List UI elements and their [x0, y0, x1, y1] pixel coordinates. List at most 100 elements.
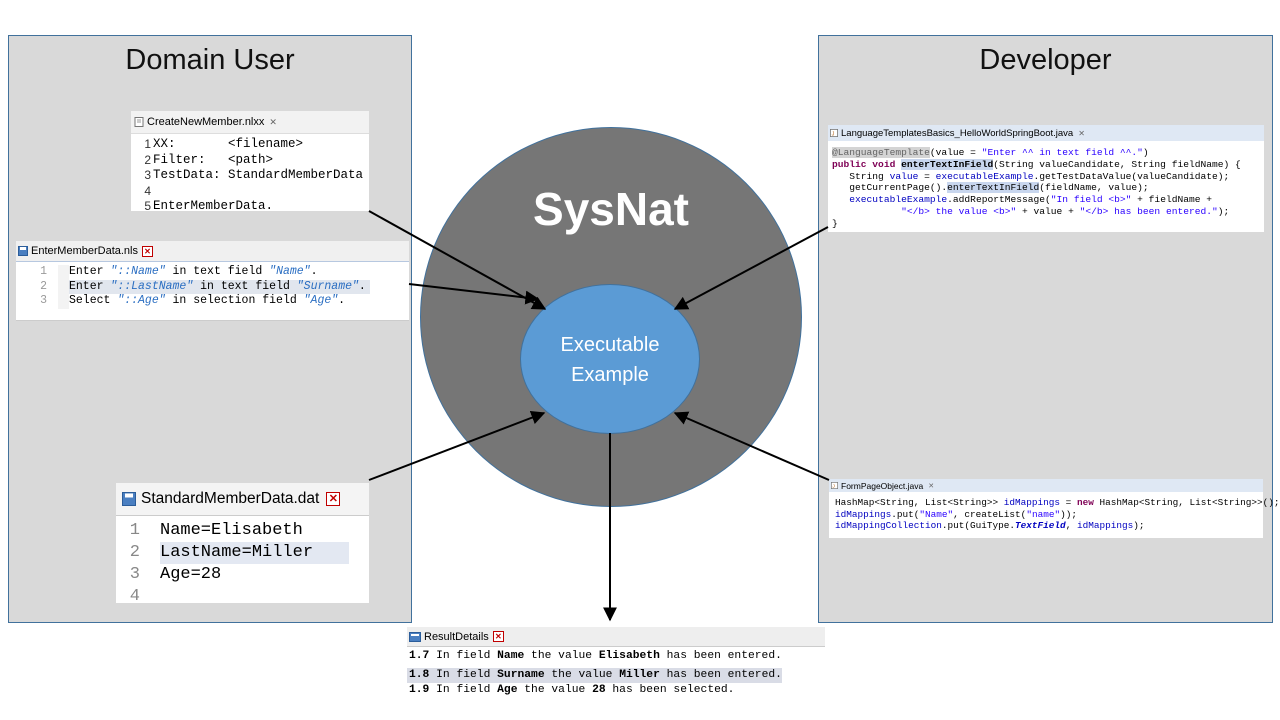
field-name: "Age": [303, 294, 339, 308]
line-number: 2: [144, 152, 151, 167]
code-text: Enter "::LastName" in text field "Surnam…: [69, 279, 370, 295]
code-text: Filter: <path>: [153, 152, 274, 167]
text: in text field: [193, 279, 297, 293]
code-line: 4: [116, 586, 369, 608]
code-text: EnterMemberData.: [153, 199, 274, 214]
line-number: 5: [144, 199, 151, 214]
tab-label: CreateNewMember.nlxx: [147, 116, 265, 128]
result-line: 1.9 In field Age the value 28 has been s…: [407, 683, 825, 698]
tab-label: ResultDetails: [424, 630, 489, 643]
field-name: Age: [497, 683, 518, 696]
text: has been selected.: [605, 683, 735, 696]
close-icon[interactable]: ✕: [326, 492, 341, 506]
code-line: 3 Select "::Age" in selection field "Age"…: [16, 294, 409, 309]
line-number: 1: [40, 265, 47, 278]
text: has been entered.: [659, 668, 782, 681]
code-line: public void enterTextInField(String valu…: [832, 158, 1241, 170]
line-number: 4: [144, 183, 151, 198]
line-number: 2: [40, 279, 47, 293]
code-text: LastName=Miller: [160, 542, 349, 564]
developer-title: Developer: [979, 44, 1112, 76]
svg-text:J: J: [832, 131, 835, 137]
field-value: Elisabeth: [598, 650, 660, 662]
variable: "::Age": [117, 294, 166, 308]
result-number: 1.9: [409, 683, 430, 696]
text: .: [310, 265, 318, 278]
close-icon[interactable]: ✕: [142, 245, 153, 257]
field-value: Miller: [619, 668, 660, 681]
save-icon: [18, 246, 28, 256]
close-icon[interactable]: ✕: [1078, 128, 1085, 138]
java-file-icon: J: [831, 482, 838, 489]
code-body: @LanguageTemplate(value = "Enter ^^ in t…: [828, 141, 1264, 230]
code-line: }: [832, 217, 838, 229]
code-text: Name=Elisabeth: [160, 521, 303, 540]
close-icon[interactable]: ✕: [928, 482, 935, 490]
code-line: executableExample.addReportMessage("In f…: [849, 194, 1213, 206]
tab-label: FormPageObject.java: [841, 480, 924, 491]
editor-tab[interactable]: StandardMemberData.dat ✕: [116, 483, 369, 516]
text: the value: [517, 683, 593, 696]
variable: "::LastName": [110, 279, 194, 293]
form-page-object-editor: J FormPageObject.java ✕ HashMap<String, …: [829, 479, 1279, 538]
code-line: "</b> the value <b>" + value + "</b> has…: [901, 205, 1230, 217]
code-line: 3 Age=28: [116, 564, 369, 586]
text: in selection field: [165, 294, 304, 308]
code-line: getCurrentPage().enterTextInField(fieldN…: [832, 182, 1149, 194]
code-body: HashMap<String, List<String>> idMappings…: [829, 492, 1279, 532]
gutter: [58, 265, 69, 280]
code-line: HashMap<String, List<String>> idMappings…: [835, 497, 1280, 508]
editor-tab[interactable]: J FormPageObject.java ✕: [829, 479, 1263, 492]
close-icon[interactable]: ✕: [492, 631, 504, 642]
field-value: 28: [592, 683, 606, 696]
text: .: [358, 279, 366, 293]
executable-example-label: Executable Example: [520, 330, 700, 390]
code-text: Age=28: [160, 565, 222, 584]
svg-text:J: J: [832, 484, 835, 489]
result-number: 1.8: [409, 668, 430, 681]
text: In field: [429, 668, 498, 681]
result-number: 1.7: [409, 650, 430, 662]
code-line: idMappingCollection.put(GuiType.TextFiel…: [835, 520, 1145, 531]
line-number: 4: [129, 587, 140, 606]
save-icon: [122, 492, 136, 506]
editor-tab[interactable]: J LanguageTemplatesBasics_HelloWorldSpri…: [828, 125, 1264, 141]
variable: "::Name": [110, 265, 166, 278]
text: the value: [544, 668, 620, 681]
line-number: 3: [129, 565, 140, 584]
code-line: @LanguageTemplate(value = "Enter ^^ in t…: [832, 147, 1149, 158]
keyword: Enter: [69, 279, 111, 293]
editor-tab[interactable]: EnterMemberData.nls ✕: [16, 241, 409, 262]
result-icon: [409, 631, 421, 642]
keyword: Enter: [69, 265, 111, 278]
java-file-icon: J: [830, 129, 838, 137]
text: the value: [524, 650, 599, 662]
domain-user-title: Domain User: [125, 44, 295, 76]
tab-label: EnterMemberData.nls: [31, 245, 138, 257]
gutter: [58, 279, 69, 295]
keyword: Select: [69, 294, 118, 308]
code-text: [151, 184, 153, 200]
close-icon[interactable]: ✕: [269, 116, 277, 127]
editor-tab[interactable]: ResultDetails ✕: [407, 627, 825, 647]
text: has been entered.: [659, 650, 782, 662]
editor-tab[interactable]: CreateNewMember.nlxx ✕: [131, 111, 369, 134]
tab-label: LanguageTemplatesBasics_HelloWorldSpring…: [841, 127, 1074, 139]
line-number: 3: [40, 294, 47, 308]
result-line: 1.7 In field Name the value Elisabeth ha…: [407, 649, 825, 664]
executable-example-text: Executable Example: [560, 334, 660, 386]
language-templates-editor: J LanguageTemplatesBasics_HelloWorldSpri…: [828, 125, 1264, 232]
field-name: Surname: [497, 668, 545, 681]
result-details-view: ResultDetails ✕ 1.7 In field Name the va…: [407, 627, 825, 697]
field-name: "Name": [269, 265, 311, 278]
code-line: 4: [131, 184, 369, 200]
